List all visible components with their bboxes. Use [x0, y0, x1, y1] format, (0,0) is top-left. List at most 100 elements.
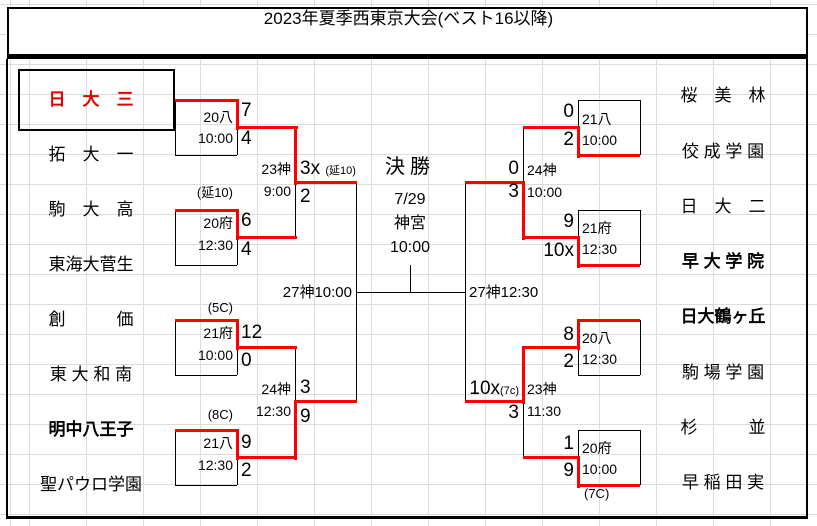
match-r5-top-score: 1 — [563, 433, 574, 454]
match-r2-bottom-score: 10x — [543, 240, 574, 261]
match-r5-time: 10:00 — [582, 461, 618, 477]
bracket-line — [578, 430, 640, 431]
right-border — [806, 59, 808, 516]
match-l6-venue: 24神 — [261, 381, 291, 397]
winner-path-line — [465, 181, 525, 184]
winner-path-line — [523, 126, 580, 129]
winner-path-line — [237, 126, 298, 129]
winner-path-line — [523, 456, 580, 459]
match-r4-top-score: 8 — [563, 324, 574, 345]
team-left-2: 拓 大 一 — [48, 145, 134, 164]
final-venue: 神宮 — [393, 215, 426, 232]
nichidai-san-highlight-box — [18, 69, 175, 131]
winner-path-line — [294, 126, 297, 185]
score-note: (延10) — [325, 165, 356, 177]
bracket-line — [175, 375, 237, 376]
match-r6-top-score: 10x(7c) — [444, 378, 519, 400]
match-r5-note: (7C) — [584, 486, 610, 501]
team-left-1: 日 大 三 — [48, 90, 134, 109]
match-l4-time: 10:00 — [197, 347, 233, 363]
winner-path-line — [522, 181, 525, 240]
team-right-7: 杉 並 — [680, 418, 766, 437]
match-l3-top-score: 3x (延10) — [300, 158, 390, 180]
title-underline — [7, 56, 808, 59]
match-r1-top-score: 0 — [563, 101, 574, 122]
winner-path-line — [175, 99, 237, 102]
bracket-line — [175, 155, 237, 156]
bracket-line — [175, 320, 176, 375]
winner-path-line — [523, 346, 580, 349]
match-l4-bottom-score: 0 — [241, 350, 252, 371]
bracket-line — [356, 182, 357, 401]
winner-path-line — [578, 484, 640, 487]
match-l3-time: 9:00 — [263, 183, 291, 199]
match-l2-top-score: 6 — [241, 210, 252, 231]
bracket-line — [640, 210, 641, 265]
winner-path-line — [522, 346, 525, 404]
winner-path-line — [175, 209, 237, 212]
match-r2-top-score: 9 — [563, 211, 574, 232]
match-r4-bottom-score: 2 — [563, 351, 574, 372]
match-l1-time: 10:00 — [197, 130, 233, 146]
winner-path-line — [237, 456, 297, 459]
winner-path-line — [237, 236, 297, 239]
match-l5-time: 12:30 — [197, 457, 233, 473]
title-box — [7, 7, 808, 56]
team-right-5: 日大鶴ヶ丘 — [680, 307, 766, 326]
winner-path-line — [577, 319, 580, 350]
match-l5-venue: 21八 — [203, 435, 233, 451]
winner-path-line — [236, 319, 239, 350]
match-l4-venue: 21府 — [203, 325, 233, 341]
match-r2-time: 12:30 — [582, 241, 618, 257]
match-r1-venue: 21八 — [582, 111, 612, 127]
team-left-3: 駒 大 高 — [48, 200, 134, 219]
match-l6-top-score: 3 — [300, 377, 311, 398]
page-title: 2023年夏季西東京大会(ベスト16以降) — [263, 9, 554, 28]
final-time: 10:00 — [389, 239, 431, 256]
match-r3-time: 10:00 — [527, 184, 563, 200]
match-r2-venue: 21府 — [582, 220, 612, 236]
match-l2-note: (延10) — [196, 185, 233, 200]
bracket-line — [175, 430, 176, 485]
winner-path-line — [175, 319, 237, 322]
match-l2-bottom-score: 4 — [241, 239, 252, 260]
winner-path-line — [578, 319, 640, 322]
match-r1-bottom-score: 2 — [563, 129, 574, 150]
match-l6-time: 12:30 — [255, 403, 291, 419]
team-left-6: 東 大 和 南 — [49, 365, 133, 384]
team-right-4: 早 大 学 院 — [681, 252, 765, 271]
bracket-line — [410, 265, 411, 292]
team-right-8: 早 稲 田 実 — [681, 473, 765, 492]
bracket-line — [175, 210, 176, 265]
winner-path-line — [578, 264, 640, 267]
match-r3-venue: 24神 — [527, 162, 557, 178]
team-right-2: 佼 成 学 園 — [681, 142, 765, 161]
winner-path-line — [523, 236, 580, 239]
match-r3-bottom-score: 3 — [508, 181, 519, 202]
match-l3-venue: 23神 — [261, 161, 291, 177]
left-border — [6, 59, 8, 516]
winner-path-line — [577, 236, 580, 268]
bracket-line — [175, 100, 176, 155]
bracket-line — [578, 375, 640, 376]
semifinal-left-label: 27神10:00 — [282, 284, 352, 301]
team-left-4: 東海大菅生 — [48, 255, 134, 274]
match-l5-bottom-score: 2 — [241, 460, 252, 481]
match-r5-venue: 20府 — [582, 440, 612, 456]
winner-path-line — [237, 346, 297, 349]
bracket-line — [578, 100, 640, 101]
match-r3-top-score: 0 — [508, 158, 519, 179]
match-r6-time: 11:30 — [527, 403, 561, 419]
semifinal-right-label: 27神12:30 — [469, 284, 539, 301]
bracket-line — [640, 100, 641, 155]
match-l6-bottom-score: 9 — [300, 406, 311, 427]
team-right-3: 日 大 二 — [680, 197, 766, 216]
match-r5-bottom-score: 9 — [563, 460, 574, 481]
final-date: 7/29 — [394, 191, 426, 208]
score-value: 10x — [469, 378, 501, 399]
bracket-line — [640, 430, 641, 485]
match-r4-venue: 20八 — [582, 330, 612, 346]
team-left-7: 明中八王子 — [48, 420, 134, 439]
match-l2-venue: 20府 — [203, 215, 233, 231]
